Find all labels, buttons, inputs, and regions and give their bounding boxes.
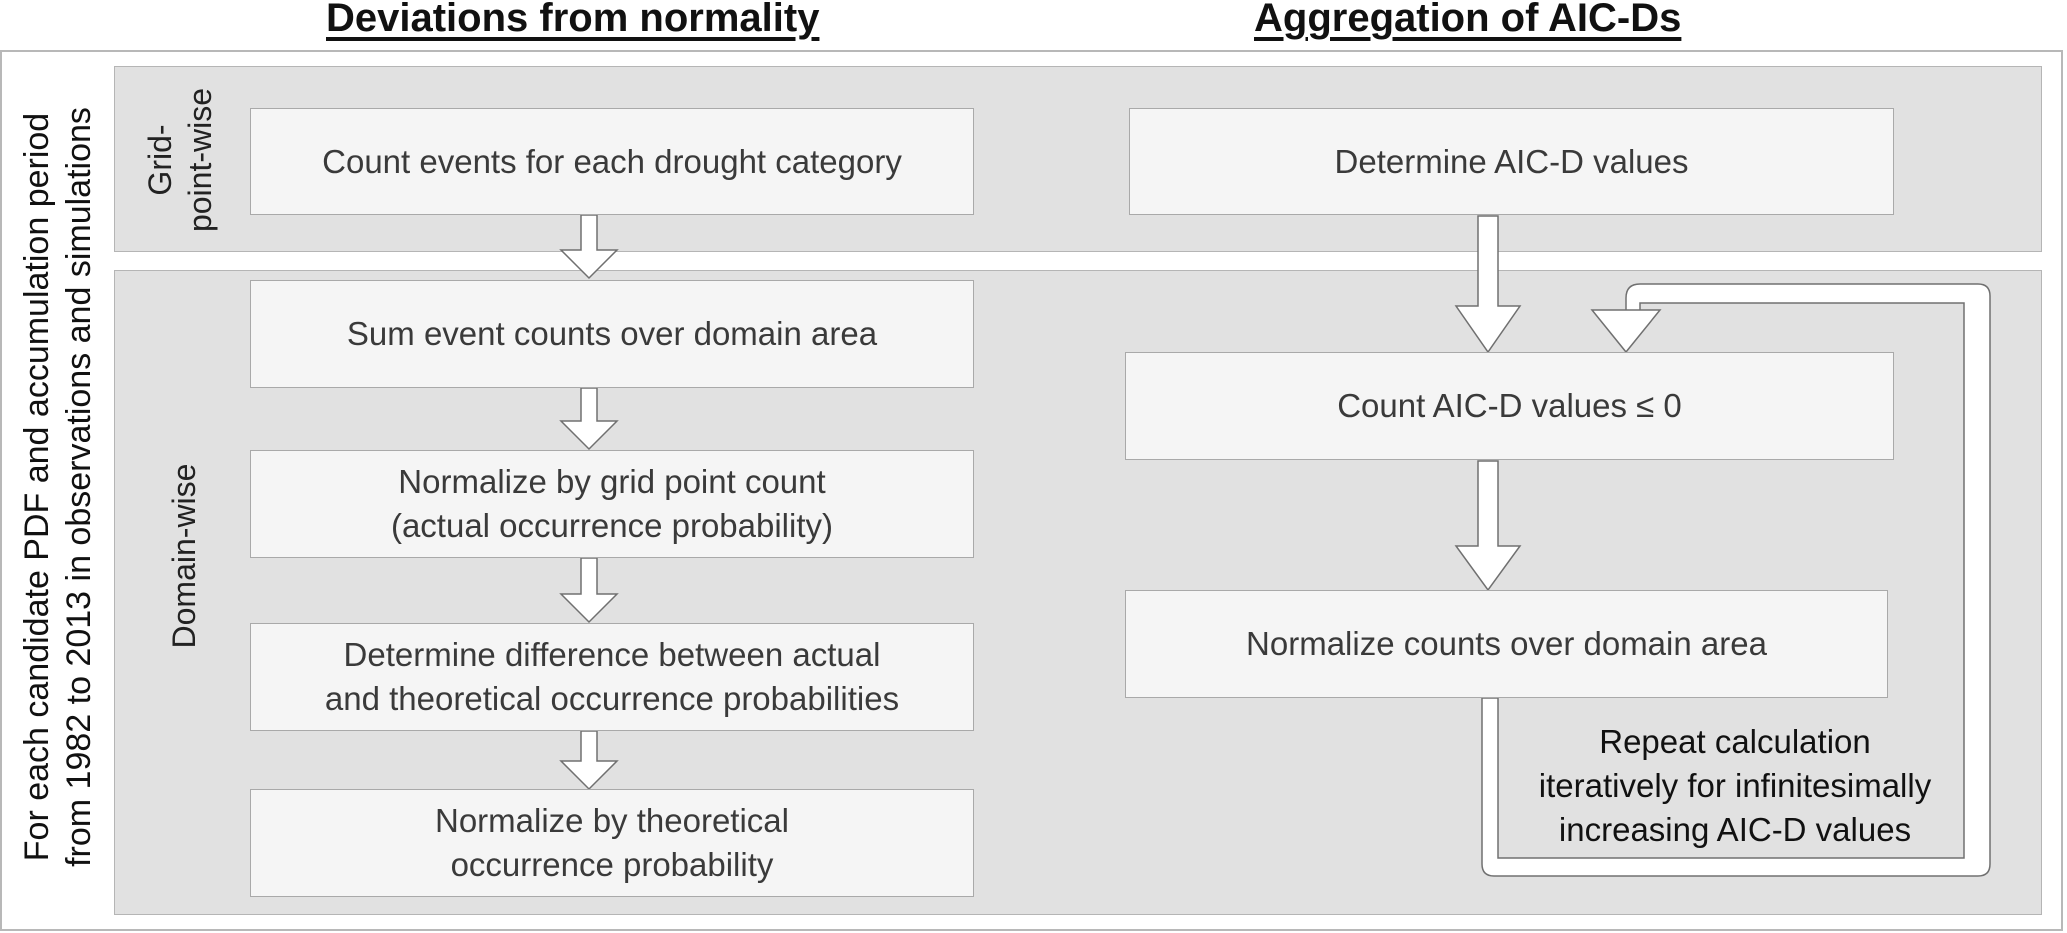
arrow-difference-to-normalize-theoretical xyxy=(559,730,619,791)
heading-deviations-from-normality: Deviations from normality xyxy=(326,0,820,40)
step-determine-aicd-text: Determine AIC-D values xyxy=(1334,142,1689,180)
step-sum-event-counts: Sum event counts over domain area xyxy=(250,280,974,388)
step-normalize-theoretical-line1: Normalize by theoretical xyxy=(435,802,789,839)
step-determine-aicd-values: Determine AIC-D values xyxy=(1129,108,1894,215)
step-normalize-counts-text: Normalize counts over domain area xyxy=(1246,625,1767,662)
loop-note-line3: increasing AIC-D values xyxy=(1558,811,1912,848)
step-normalize-grid-point-count: Normalize by grid point count (actual oc… xyxy=(250,450,974,558)
step-normalize-grid-line2: (actual occurrence probability) xyxy=(390,507,834,544)
arrow-count-to-normalize xyxy=(1454,460,1522,592)
step-normalize-theoretical: Normalize by theoretical occurrence prob… xyxy=(250,789,974,897)
step-normalize-theoretical-line2: occurrence probability xyxy=(450,846,774,883)
heading-aggregation-of-aicds: Aggregation of AIC-Ds xyxy=(1254,0,1682,40)
step-count-aicd-text: Count AIC-D values ≤ 0 xyxy=(1337,387,1682,424)
step-difference-line1: Determine difference between actual xyxy=(343,636,881,673)
step-determine-difference: Determine difference between actual and … xyxy=(250,623,974,731)
step-count-events-text: Count events for each drought category xyxy=(322,142,902,180)
arrow-normalize-to-difference xyxy=(559,557,619,624)
step-normalize-grid-line1: Normalize by grid point count xyxy=(398,463,826,500)
loop-arrow xyxy=(1481,283,1991,877)
arrow-aicd-to-count xyxy=(1454,215,1522,354)
loop-note-line2: iteratively for infinitesimally xyxy=(1538,767,1932,804)
step-sum-text: Sum event counts over domain area xyxy=(346,315,878,352)
step-count-aicd-values: Count AIC-D values ≤ 0 xyxy=(1125,352,1894,460)
step-normalize-counts: Normalize counts over domain area xyxy=(1125,590,1888,698)
loop-note: Repeat calculation iteratively for infin… xyxy=(1515,720,1955,852)
loop-note-line1: Repeat calculation xyxy=(1599,723,1871,760)
step-difference-line2: and theoretical occurrence probabilities xyxy=(324,680,900,717)
step-count-events: Count events for each drought category xyxy=(250,108,974,215)
arrow-sum-to-normalize xyxy=(559,387,619,451)
arrow-count-to-sum xyxy=(559,214,619,280)
